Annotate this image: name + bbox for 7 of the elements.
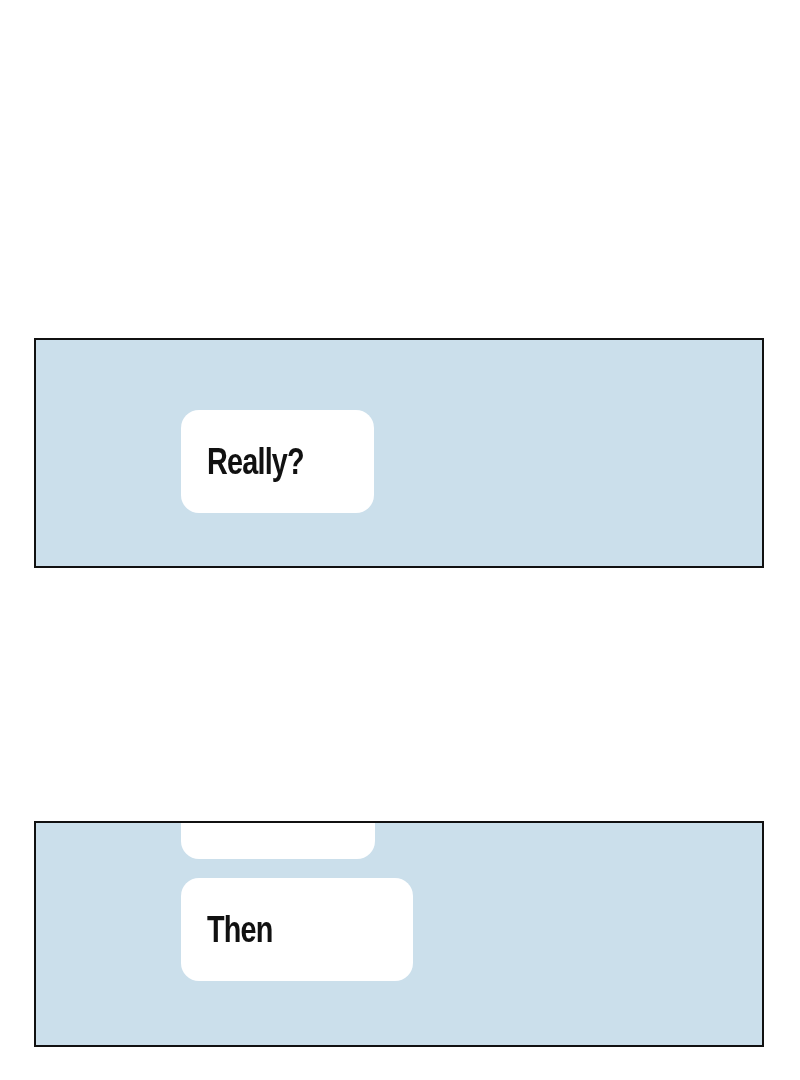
comic-panel	[34, 821, 764, 1047]
comic-panel	[34, 338, 764, 568]
dialogue-text: Really?	[207, 440, 304, 483]
speech-bubble	[181, 878, 413, 981]
speech-bubble	[181, 823, 375, 859]
dialogue-text: Then	[207, 908, 273, 951]
speech-bubble	[181, 410, 374, 513]
